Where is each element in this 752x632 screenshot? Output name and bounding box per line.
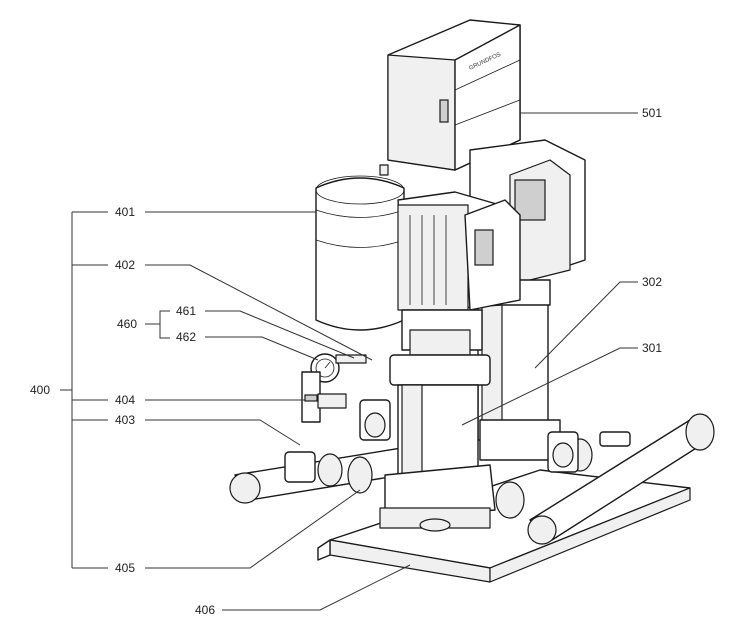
shut-off-valve bbox=[301, 371, 347, 423]
label-461: 461 bbox=[174, 304, 199, 318]
leader-lines bbox=[60, 112, 638, 611]
isolating-valve-left bbox=[359, 399, 391, 441]
label-405: 405 bbox=[113, 561, 138, 575]
pump-301 bbox=[379, 191, 521, 532]
non-return-valve-right bbox=[547, 431, 579, 473]
label-501: 501 bbox=[640, 106, 665, 120]
label-403: 403 bbox=[113, 413, 138, 427]
label-406: 406 bbox=[193, 603, 218, 617]
label-302: 302 bbox=[640, 275, 665, 289]
suction-manifold bbox=[229, 444, 433, 504]
discharge-manifold bbox=[495, 413, 715, 545]
label-400: 400 bbox=[28, 383, 53, 397]
label-402: 402 bbox=[113, 258, 138, 272]
label-462: 462 bbox=[174, 330, 199, 344]
diaphragm-tank bbox=[315, 164, 405, 331]
label-401: 401 bbox=[113, 205, 138, 219]
label-301: 301 bbox=[640, 341, 665, 355]
control-cabinet: GRUNDFOS bbox=[387, 19, 521, 171]
label-404: 404 bbox=[113, 393, 138, 407]
label-460: 460 bbox=[115, 317, 140, 331]
